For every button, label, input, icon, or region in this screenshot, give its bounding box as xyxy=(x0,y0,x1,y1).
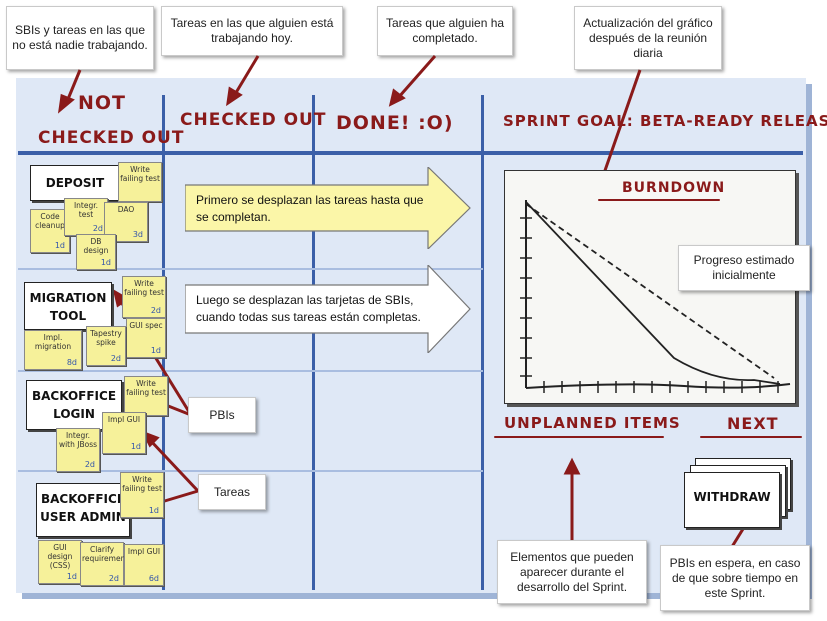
pbi-card-deposit: Deposit xyxy=(30,165,120,201)
unplanned-underline xyxy=(494,436,664,438)
task-text: Write failing test xyxy=(126,379,166,397)
header-separator xyxy=(18,151,803,155)
done-title: Done! :o) xyxy=(336,112,454,134)
pbi-card-migration-tool: Migration tool xyxy=(24,282,112,330)
task-text: Integr. test xyxy=(73,201,99,219)
task-sticky: Write failing test xyxy=(124,376,168,416)
task-estimate: 6d xyxy=(148,574,159,583)
task-estimate: 1d xyxy=(148,506,159,515)
task-text: Write failing test xyxy=(120,165,160,183)
task-estimate: 2d xyxy=(84,460,95,469)
task-estimate: 2d xyxy=(108,574,119,583)
task-estimate: 3d xyxy=(132,230,143,239)
callout-estimated: Progreso estimado inicialmente xyxy=(678,245,810,291)
task-sticky: GUI spec 1d xyxy=(126,318,166,358)
task-estimate: 8d xyxy=(66,358,77,367)
task-text: Clarify requirements xyxy=(82,545,133,563)
row-divider xyxy=(18,370,483,372)
callout-burndown-update: Actualización del gráfico después de la … xyxy=(574,6,722,70)
callout-next: PBIs en espera, en caso de que sobre tie… xyxy=(660,545,810,611)
row-divider xyxy=(18,470,483,472)
task-estimate: 2d xyxy=(150,306,161,315)
task-text: GUI design (CSS) xyxy=(47,543,73,570)
next-underline xyxy=(700,436,802,438)
task-sticky: Write failing test xyxy=(118,162,162,202)
task-text: Write failing test xyxy=(122,475,162,493)
row-divider xyxy=(18,268,483,270)
task-sticky: Code cleanup 1d xyxy=(30,209,70,253)
callout-done: Tareas que alguien ha completado. xyxy=(377,6,513,56)
task-estimate: 2d xyxy=(110,354,121,363)
withdraw-card: Withdraw xyxy=(684,472,780,528)
task-text: Impl GUI xyxy=(107,415,141,424)
sprint-goal-title: Sprint goal: Beta-ready release! xyxy=(503,112,827,130)
task-text: DAO xyxy=(117,205,135,214)
task-sticky: Clarify requirements 2d xyxy=(80,542,132,586)
task-sticky: Integr. with JBoss 2d xyxy=(56,428,100,472)
callout-not-checked-out: SBIs y tareas en las que no está nadie t… xyxy=(6,6,154,70)
task-text: Impl GUI xyxy=(127,547,161,556)
white-arrow xyxy=(185,265,471,353)
burndown-title: Burndown xyxy=(622,180,726,196)
callout-unplanned: Elementos que pueden aparecer durante el… xyxy=(497,540,647,604)
task-estimate: 1d xyxy=(150,346,161,355)
burndown-underline xyxy=(598,199,720,201)
unplanned-title: Unplanned items xyxy=(504,414,681,432)
task-sticky: Write failing test 2d xyxy=(122,276,166,318)
task-sticky: Integr. test 2d xyxy=(64,198,108,236)
not-checked-out-title-line1: Not xyxy=(78,92,127,114)
yellow-arrow-text: Primero se desplazan las tareas hasta qu… xyxy=(196,193,424,224)
task-text: Impl. migration xyxy=(34,333,72,351)
column-divider xyxy=(481,95,484,590)
task-sticky: Write failing test 1d xyxy=(120,472,164,518)
task-text: Code cleanup xyxy=(35,212,65,230)
callout-pbis: PBIs xyxy=(188,397,256,433)
task-sticky: Tapestry spike 2d xyxy=(86,326,126,366)
pbi-card-backoffice-user-admin: Backoffice User admin xyxy=(36,483,130,537)
task-text: DB design xyxy=(83,237,109,255)
task-text: Integr. with JBoss xyxy=(58,431,98,449)
task-estimate: 2d xyxy=(92,224,103,233)
white-arrow-text: Luego se desplazan las tarjetas de SBIs,… xyxy=(196,293,421,324)
task-sticky: DB design 1d xyxy=(76,234,116,270)
task-estimate: 1d xyxy=(100,258,111,267)
next-title: Next xyxy=(727,414,779,433)
task-sticky: Impl GUI 1d xyxy=(102,412,146,454)
callout-tareas: Tareas xyxy=(198,474,266,510)
callout-checked-out: Tareas en las que alguien está trabajand… xyxy=(161,6,343,56)
task-text: Write failing test xyxy=(124,279,164,297)
column-divider xyxy=(312,95,315,590)
task-sticky: DAO 3d xyxy=(104,202,148,242)
task-text: GUI spec xyxy=(129,321,163,330)
task-estimate: 1d xyxy=(54,241,65,250)
task-sticky: Impl. migration 8d xyxy=(24,330,82,370)
task-sticky: Impl GUI 6d xyxy=(124,544,164,586)
task-text: Tapestry spike xyxy=(90,329,122,347)
not-checked-out-title-line2: checked out xyxy=(38,128,185,148)
checked-out-title: checked out xyxy=(180,110,327,130)
yellow-arrow xyxy=(185,167,471,249)
task-estimate: 1d xyxy=(130,442,141,451)
burndown-plot xyxy=(520,200,791,393)
task-sticky: GUI design (CSS) 1d xyxy=(38,540,82,584)
task-estimate: 1d xyxy=(66,572,77,581)
